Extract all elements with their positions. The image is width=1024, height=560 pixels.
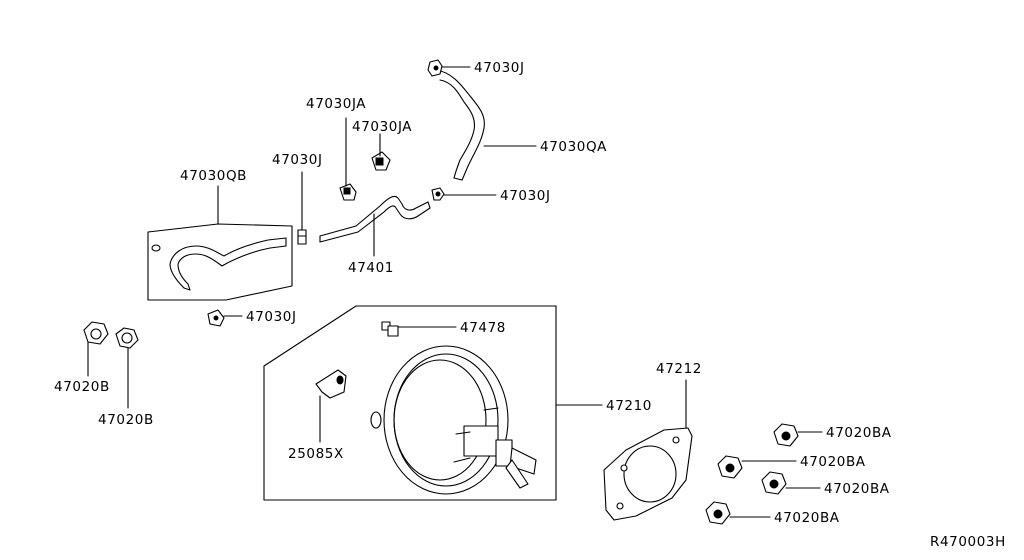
brake-booster-47210 xyxy=(370,345,537,495)
nut-47020b-a xyxy=(83,321,109,345)
label-47030j-bottom: 47030J xyxy=(246,309,297,325)
label-47020ba-3: 47020BA xyxy=(824,481,890,497)
nut-47020ba-4 xyxy=(705,501,731,525)
booster-box xyxy=(263,305,557,501)
connector-47030ja-b xyxy=(371,151,391,171)
label-47030j-top: 47030J xyxy=(474,60,525,76)
leader-lines xyxy=(87,66,823,518)
label-47478: 47478 xyxy=(460,320,506,336)
label-47030j-left: 47030J xyxy=(272,152,323,168)
label-47401: 47401 xyxy=(348,260,394,276)
label-47030j-right: 47030J xyxy=(500,188,551,204)
label-47020ba-2: 47020BA xyxy=(800,454,866,470)
check-valve-47478 xyxy=(381,321,399,337)
bracket-25085x xyxy=(315,369,347,399)
label-47020b-a: 47020B xyxy=(54,379,110,395)
nut-47020ba-2 xyxy=(717,455,743,479)
clamp-47030j-left xyxy=(297,229,307,245)
nut-47020b-b xyxy=(115,327,139,349)
nut-47020ba-3 xyxy=(761,471,787,495)
label-47020ba-1: 47020BA xyxy=(826,425,892,441)
clamp-47030j-top xyxy=(427,59,443,77)
reference-code: R470003H xyxy=(930,534,1006,550)
gasket-47212 xyxy=(603,427,693,521)
label-25085x: 25085X xyxy=(288,446,344,462)
hose-47030qa xyxy=(435,69,485,181)
clamp-47030j-right xyxy=(431,187,445,201)
nut-47020ba-1 xyxy=(773,423,799,447)
label-47020b-b: 47020B xyxy=(98,412,154,428)
hose-47030qb-box xyxy=(147,223,293,301)
connector-47030ja-a xyxy=(339,183,357,201)
label-47210: 47210 xyxy=(606,398,652,414)
clamp-47030j-bottom xyxy=(207,309,225,327)
label-47030qa: 47030QA xyxy=(540,139,607,155)
label-47030ja-a: 47030JA xyxy=(306,96,366,112)
label-47020ba-4: 47020BA xyxy=(774,510,840,526)
pipe-47401 xyxy=(319,195,431,243)
label-47212: 47212 xyxy=(656,361,702,377)
label-47030qb: 47030QB xyxy=(180,168,247,184)
label-47030ja-b: 47030JA xyxy=(352,119,412,135)
